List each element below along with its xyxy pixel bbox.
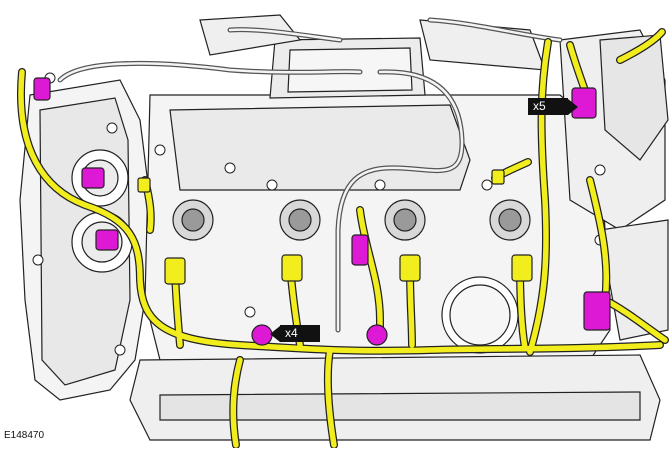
yellow-connectors [137,169,533,285]
callout-x4-arrow [270,326,280,342]
callout-x5-arrow [568,99,578,115]
callout-x4: x4 [280,325,320,342]
figure-id: E148470 [4,430,45,441]
spark-plug-wells [172,199,531,241]
callout-x5: x5 [528,98,568,115]
highlighted-connectors [33,77,611,346]
